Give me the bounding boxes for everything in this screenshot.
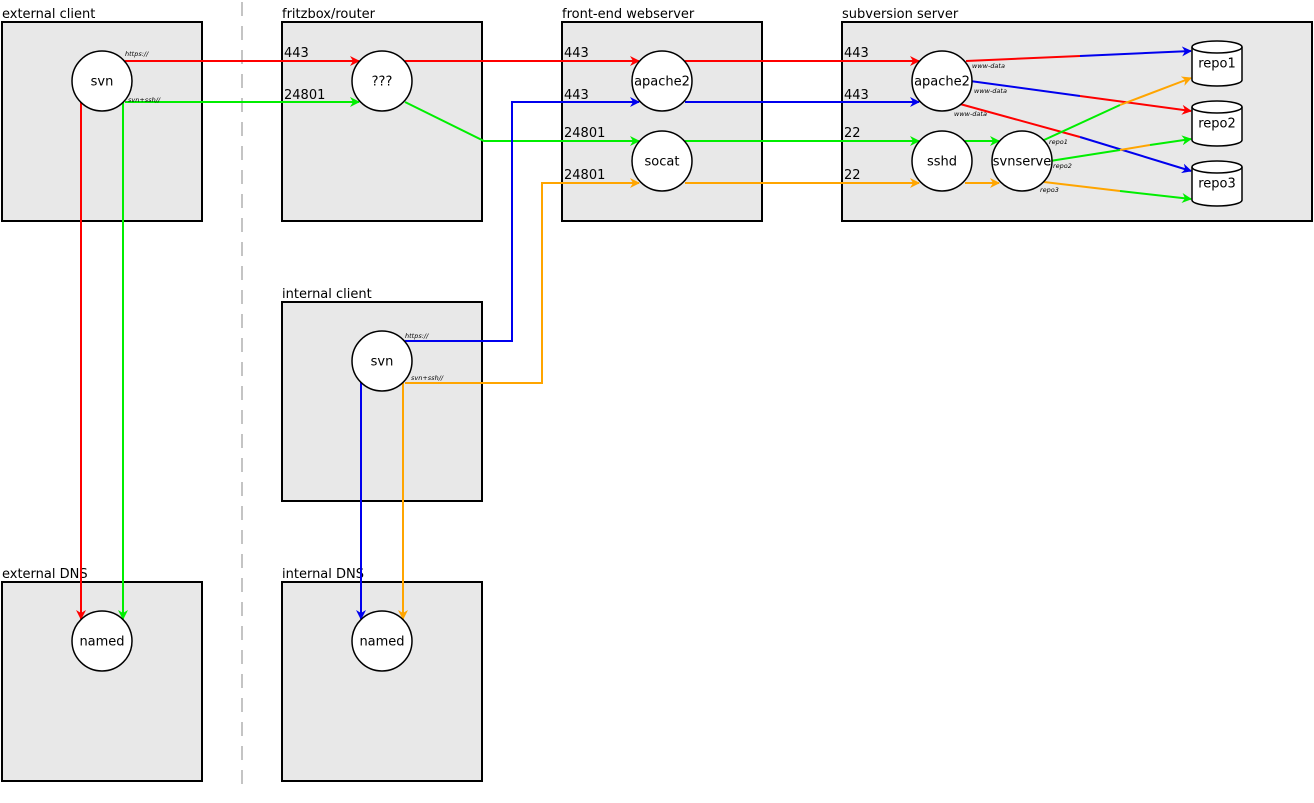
- node-int-svn: svn: [351, 330, 413, 392]
- box-external-client: external client: [1, 7, 203, 222]
- box-title: internal DNS: [282, 567, 364, 582]
- node-label: ???: [372, 75, 393, 90]
- edge-svn-apache2-to-repo2-red: [1079, 95, 1192, 115]
- repo-cylinder-1: repo1: [1191, 40, 1243, 87]
- node-router: ???: [351, 50, 413, 112]
- box-router: fritzbox/router: [281, 7, 483, 222]
- box-title: subversion server: [842, 7, 959, 22]
- node-label: named: [79, 635, 124, 650]
- edge-svn-apache2-to-repo1-blue: [1079, 46, 1192, 57]
- repo-cylinder-2: repo2: [1191, 100, 1243, 147]
- box-title: front-end webserver: [562, 7, 695, 22]
- edge-label: repo1: [1049, 138, 1068, 146]
- box-internal-client: internal client: [281, 287, 483, 502]
- box-title: external client: [2, 7, 95, 22]
- node-svnserve: svnserve: [991, 130, 1053, 192]
- edge-label: www-data: [954, 110, 987, 118]
- port-label: 24801: [564, 168, 605, 183]
- edge-label: www-data: [974, 87, 1007, 95]
- edge-int-https-to-fe-apache2: [405, 97, 640, 342]
- edge-label: svn+ssh//: [128, 96, 161, 104]
- edge-svnserve-to-repo2-green-end: [1149, 135, 1192, 146]
- port-label: 24801: [564, 126, 605, 141]
- repo-label: repo2: [1198, 117, 1236, 132]
- repo-label: repo3: [1198, 177, 1236, 192]
- port-label: 443: [564, 88, 589, 103]
- edge-svn-apache2-to-repo3-red: [959, 103, 1081, 138]
- edge-svn-apache2-to-repo3-blue: [1079, 136, 1192, 174]
- edge-svnserve-to-repo2-green: [1049, 149, 1121, 162]
- port-label: 22: [844, 126, 861, 141]
- node-ext-named: named: [71, 610, 133, 672]
- edge-svn-apache2-to-repo2-blue: [969, 80, 1081, 97]
- edge-label: svn+ssh//: [411, 374, 444, 382]
- box-title: fritzbox/router: [282, 7, 376, 22]
- node-label: apache2: [914, 75, 970, 90]
- node-sshd: sshd: [911, 130, 973, 192]
- node-ext-svn: svn: [71, 50, 133, 112]
- port-label: 443: [284, 46, 309, 61]
- port-label: 22: [844, 168, 861, 183]
- node-label: svn: [371, 355, 394, 370]
- port-label: 443: [844, 88, 869, 103]
- edge-svnserve-to-repo1-green: [1043, 104, 1121, 141]
- edge-svn-apache2-to-repo1-red: [965, 55, 1081, 62]
- node-fe-socat: socat: [631, 130, 693, 192]
- port-label: 443: [844, 46, 869, 61]
- node-fe-apache2: apache2: [631, 50, 693, 112]
- node-label: named: [359, 635, 404, 650]
- node-int-named: named: [351, 610, 413, 672]
- edge-label: www-data: [972, 62, 1005, 70]
- edge-label: https://: [405, 332, 429, 340]
- box-external-dns: external DNS: [1, 567, 203, 782]
- node-label: socat: [645, 155, 680, 170]
- edge-svnserve-to-repo3-green: [1119, 190, 1192, 203]
- port-label: 24801: [284, 88, 325, 103]
- edge-int-svnssh-to-socat: [405, 178, 640, 384]
- node-label: sshd: [927, 155, 957, 170]
- repo-label: repo1: [1198, 57, 1236, 72]
- port-label: 443: [564, 46, 589, 61]
- node-label: svn: [91, 75, 114, 90]
- edge-label: repo2: [1053, 162, 1072, 170]
- repo-cylinder-3: repo3: [1191, 160, 1243, 207]
- edge-label: https://: [125, 50, 149, 58]
- edge-svnserve-to-repo1-orange: [1119, 76, 1192, 106]
- edge-svnserve-to-repo3-orange: [1043, 181, 1121, 192]
- node-svn-apache2: apache2: [911, 50, 973, 112]
- edge-router-to-socat-green: [404, 101, 640, 146]
- edge-svnserve-to-repo2-orange: [1119, 144, 1151, 151]
- node-label: apache2: [634, 75, 690, 90]
- box-title: internal client: [282, 287, 372, 302]
- node-label: svnserve: [993, 155, 1052, 170]
- box-title: external DNS: [2, 567, 88, 582]
- box-internal-dns: internal DNS: [281, 567, 483, 782]
- edge-label: repo3: [1040, 186, 1059, 194]
